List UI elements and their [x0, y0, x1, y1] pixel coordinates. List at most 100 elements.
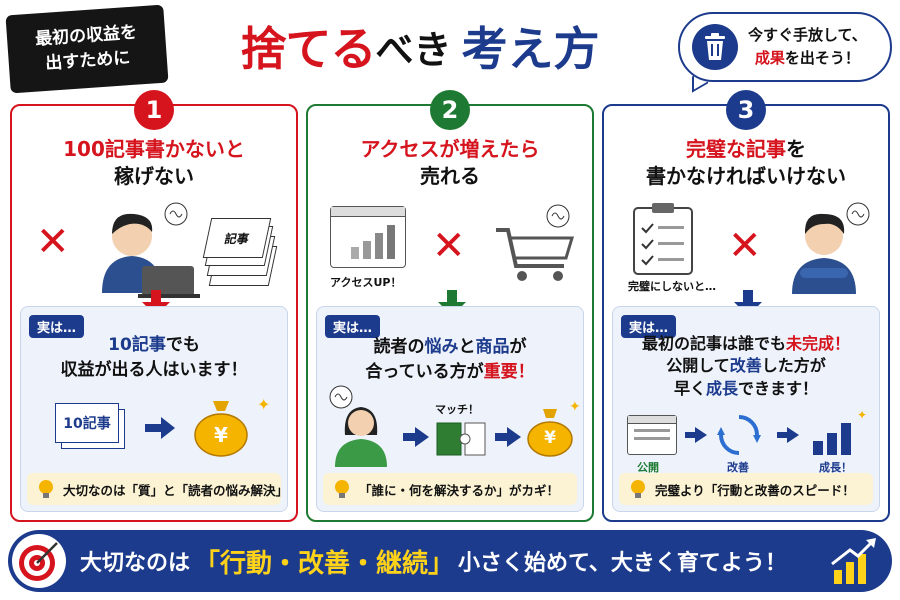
trash-icon — [692, 24, 738, 70]
cross-icon: ✕ — [432, 223, 466, 269]
tip-box: 「誰に・何を解決するか」がカギ！ — [323, 473, 577, 505]
title-mindset: 考え方 — [461, 22, 600, 76]
truth-tag: 実は… — [29, 315, 85, 338]
bubble-rest: を出そう！ — [784, 49, 860, 67]
puzzle-icon — [436, 422, 486, 456]
card-myth-1: 1 100記事書かないと 稼げない ✕ 記事 実は… 10記事でも 収益が出る人… — [10, 90, 298, 522]
cross-icon: ✕ — [728, 223, 762, 269]
truth-line1: 最初の記事は誰でも未完成！ — [613, 333, 879, 355]
bubble-line2: 成果を出そう！ — [748, 47, 867, 70]
truth-panel: 実は… 読者の悩みと商品が 合っている方が重要！ マッチ！ ¥ ✦ — [316, 306, 584, 512]
tip-box: 完璧より「行動と改善のスピード！ — [619, 473, 873, 505]
card-number: 1 — [134, 90, 174, 130]
tip-box: 大切なのは「質」と「読者の悩み解決」 — [27, 473, 288, 505]
title-discard: 捨てる — [240, 22, 376, 76]
match-label: マッチ！ — [435, 403, 479, 416]
page-title: 捨てる べき 考え方 — [170, 6, 670, 86]
card-myth-2: 2 アクセスが増えたら 売れる アクセスUP！ ✕ 実は… 読者の悩みと商品が … — [306, 90, 594, 522]
money-bag-icon: ¥ — [191, 395, 251, 457]
truth-l2-b: 重要！ — [483, 361, 535, 382]
title-should: べき — [375, 27, 452, 72]
bubble-text: 今すぐ手放して、 成果を出そう！ — [748, 24, 867, 71]
truth-line1-hl: 10記事 — [108, 335, 166, 355]
truth-l3-c: できます！ — [738, 378, 819, 398]
man-arms-crossed-icon — [792, 202, 870, 294]
card-number: 2 — [430, 90, 470, 130]
subtitle-tag: 最初の収益を 出すために — [5, 4, 169, 94]
truth-line1: 読者の悩みと商品が — [317, 335, 583, 360]
arrow-right-icon — [685, 427, 707, 443]
footer-text2: 小さく始めて、大きく育てよう！ — [458, 551, 787, 576]
arrow-right-icon — [145, 417, 175, 439]
truth-l2-c: した方が — [761, 356, 826, 376]
bubble-line1: 今すぐ手放して、 — [748, 25, 867, 44]
truth-l3-b: 成長 — [705, 378, 738, 398]
card-title: アクセスが増えたら 売れる — [308, 136, 592, 190]
access-label: アクセスUP！ — [330, 276, 402, 289]
coin-symbol: ¥ — [544, 428, 556, 448]
step-publish-label: 公開 — [637, 461, 659, 474]
woman-thinking-icon — [329, 385, 387, 467]
truth-l3-a: 早く — [673, 378, 706, 398]
tip-text: 大切なのは「質」と「読者の悩み解決」 — [63, 482, 289, 498]
truth-l1-d: 商品 — [475, 337, 510, 357]
truth-l2-a: 合っている方が — [365, 361, 484, 382]
footer-banner: 大切なのは 「行動・改善・継続」 小さく始めて、大きく育てよう！ — [8, 530, 892, 592]
card-title-particle: を — [786, 137, 806, 161]
truth-l2-b: 改善 — [729, 356, 762, 376]
doc-label: 記事 — [202, 218, 272, 258]
tip-text: 完璧より「行動と改善のスピード！ — [655, 482, 855, 498]
truth-line2: 合っている方が重要！ — [317, 360, 583, 385]
step-growth-label: 成長！ — [819, 461, 852, 474]
target-icon — [12, 534, 66, 588]
clipboard-label: 完璧にしないと… — [628, 280, 716, 293]
person-laptop-icon — [102, 202, 200, 298]
card-title-red: 100記事書かないと — [63, 137, 245, 161]
browser-chart-icon — [330, 206, 406, 268]
truth-l1-c: と — [458, 337, 476, 357]
subtitle-line2: 出すために — [44, 48, 131, 74]
card-title-black: 書かなければいけない — [646, 164, 846, 188]
mini-doc-icon: 10記事 — [55, 403, 127, 451]
speech-bubble: 今すぐ手放して、 成果を出そう！ — [678, 12, 892, 82]
clipboard-icon — [633, 203, 693, 275]
footer-keywords: 「行動・改善・継続」 — [194, 548, 455, 579]
refresh-cycle-icon — [717, 415, 761, 455]
truth-line1: 10記事でも — [21, 333, 287, 358]
sparkle-icon: ✦ — [257, 395, 271, 414]
lightbulb-icon — [39, 480, 53, 498]
card-title-black: 稼げない — [114, 164, 194, 188]
growth-chart-icon — [831, 538, 876, 584]
truth-line2: 公開して改善した方が — [613, 355, 879, 377]
document-stack-icon: 記事 — [202, 218, 278, 288]
truth-line1-rest: でも — [165, 335, 200, 355]
sparkle-icon: ✦ — [569, 399, 581, 415]
truth-l1-a: 最初の記事は誰でも — [641, 334, 786, 353]
step-improve-label: 改善 — [727, 461, 749, 474]
truth-tag: 実は… — [325, 315, 381, 338]
footer-text1: 大切なのは — [80, 551, 191, 576]
truth-text: 10記事でも 収益が出る人はいます！ — [21, 333, 287, 382]
card-title-red: アクセスが増えたら — [360, 137, 540, 161]
truth-line3: 早く成長できます！ — [613, 378, 879, 400]
truth-l1-b: 未完成！ — [786, 334, 851, 353]
card-title: 100記事書かないと 稼げない — [12, 136, 296, 190]
truth-line2: 収益が出る人はいます！ — [60, 359, 248, 380]
money-bag-icon: ¥ — [525, 405, 575, 457]
arrow-right-icon — [777, 427, 799, 443]
tip-text: 「誰に・何を解決するか」がカギ！ — [359, 482, 560, 498]
card-title-black: 売れる — [420, 164, 480, 188]
truth-l1-e: が — [509, 337, 527, 357]
bubble-results: 成果 — [754, 49, 785, 67]
cross-icon: ✕ — [36, 219, 70, 265]
svg-text:✦: ✦ — [857, 408, 867, 422]
coin-symbol: ¥ — [214, 423, 228, 447]
card-number: 3 — [726, 90, 766, 130]
lightbulb-icon — [335, 480, 349, 498]
truth-tag: 実は… — [621, 315, 677, 338]
arrow-right-icon — [403, 427, 429, 447]
card-title: 完璧な記事を 書かなければいけない — [604, 136, 888, 190]
publish-icon — [627, 415, 677, 455]
scene-access: アクセスUP！ ✕ — [308, 198, 592, 298]
arrow-right-icon — [495, 427, 521, 447]
